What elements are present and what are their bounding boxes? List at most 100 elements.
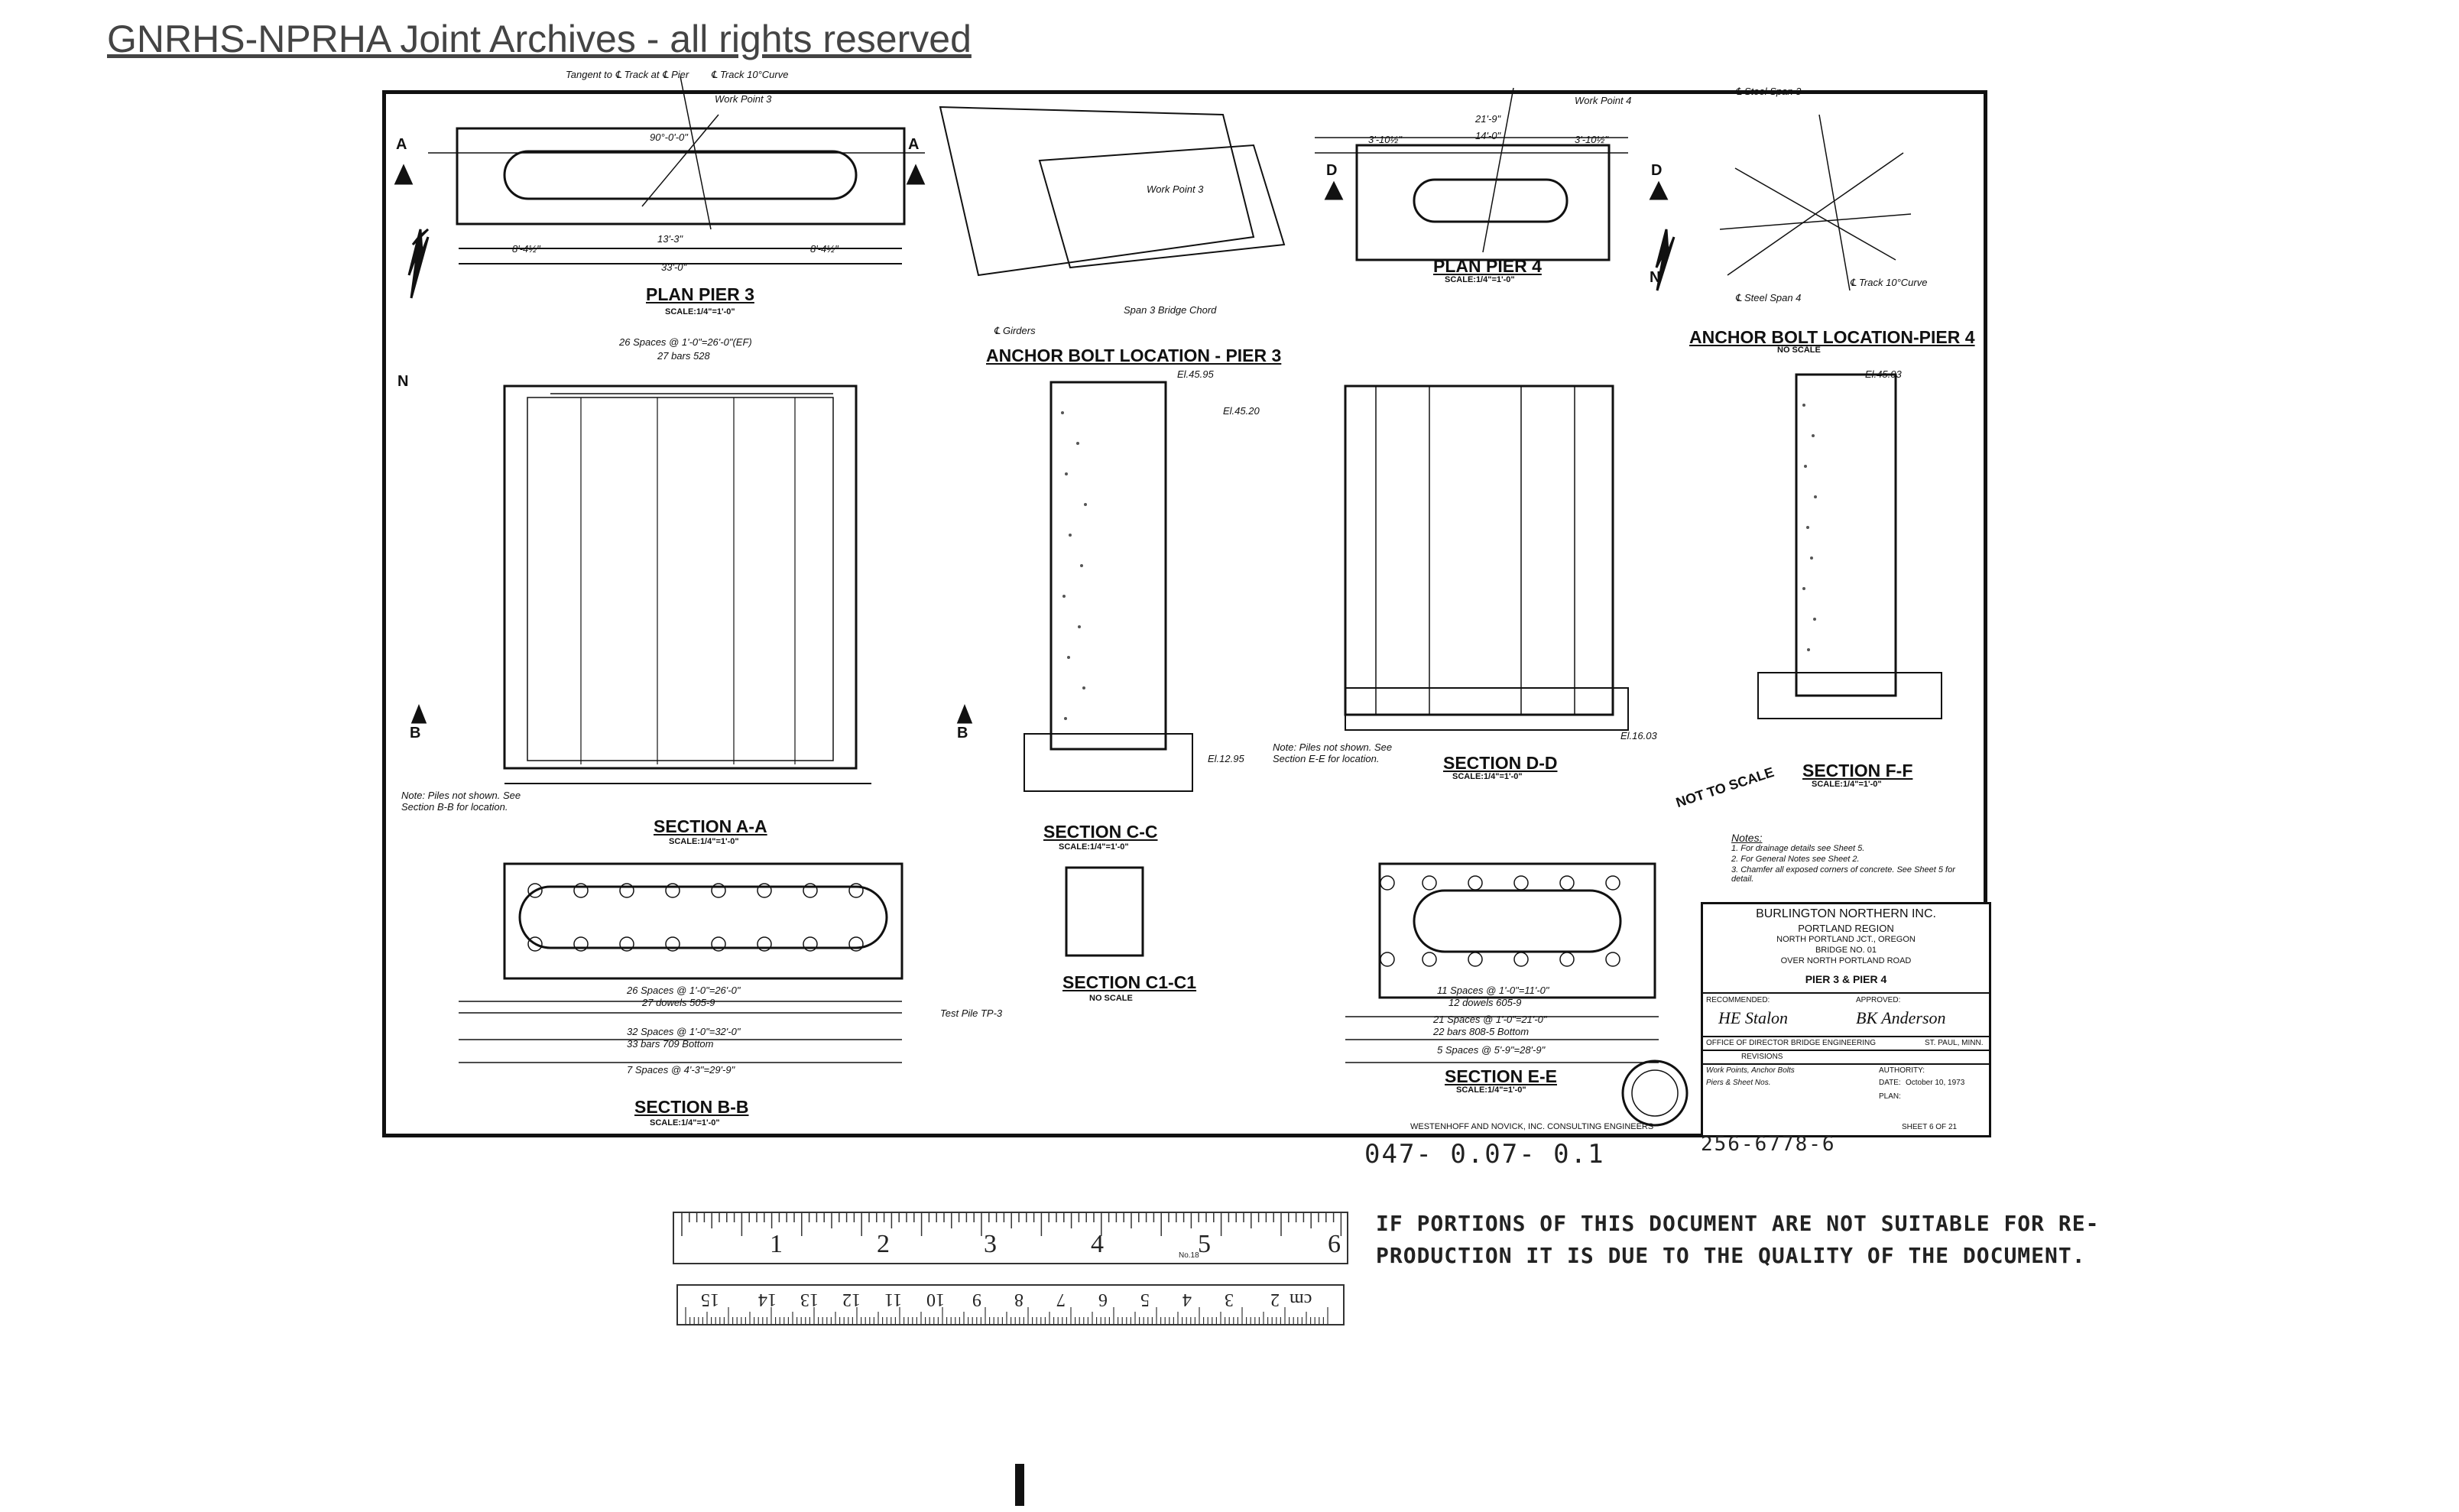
section-marker-d-right: D xyxy=(1651,162,1663,179)
tb-signature-2: BK Anderson xyxy=(1856,1008,1946,1027)
tb-recommended: RECOMMENDED: xyxy=(1706,996,1770,1004)
section-dd-scale: SCALE:1/4"=1'-0" xyxy=(1452,772,1523,781)
tangent-label: Tangent to ℄ Track at ℄ Pier xyxy=(566,69,689,80)
anchor-pier4-title: ANCHOR BOLT LOCATION-PIER 4 xyxy=(1689,327,1975,347)
dim-90-label: 90°-0'-0" xyxy=(650,131,688,143)
section-marker-b-right: B xyxy=(957,725,968,741)
plan-pier4-title: PLAN PIER 4 xyxy=(1433,256,1542,276)
handwritten-number-right: 256-6778-6 xyxy=(1701,1133,1836,1156)
general-notes-heading: Notes: xyxy=(1731,832,1763,844)
tb-date-label: DATE: xyxy=(1879,1079,1901,1087)
tb-plan-label: PLAN: xyxy=(1879,1092,1901,1101)
section-cc-outline xyxy=(1049,381,1167,751)
ruler-cm-12: 12 xyxy=(842,1290,861,1309)
section-marker-d-left: D xyxy=(1326,162,1338,179)
quality-line-2: PRODUCTION IT IS DUE TO THE QUALITY OF T… xyxy=(1376,1243,2086,1268)
section-ff-scale: SCALE:1/4"=1'-0" xyxy=(1812,780,1882,789)
ruler-inch-2: 2 xyxy=(877,1230,890,1258)
ruler-inch-5: 5 xyxy=(1198,1230,1211,1258)
tb-approved: APPROVED: xyxy=(1856,996,1901,1004)
tb-location: NORTH PORTLAND JCT., OREGON xyxy=(1776,935,1916,944)
north-label-pier4: N xyxy=(1650,269,1661,286)
elevation-5: El.12.95 xyxy=(1208,753,1244,764)
section-ff-outline xyxy=(1795,373,1897,697)
ruler-cm-7: 7 xyxy=(1056,1290,1066,1309)
section-ee-outline xyxy=(1378,862,1656,999)
section-ff-title: SECTION F-F xyxy=(1802,761,1913,780)
section-aa-title: SECTION A-A xyxy=(654,816,767,836)
dim-13-3-label: 13'-3" xyxy=(657,233,683,245)
section-cc-scale: SCALE:1/4"=1'-0" xyxy=(1059,842,1129,852)
plan-pier3-title: PLAN PIER 3 xyxy=(646,284,754,304)
quality-notice: IF PORTIONS OF THIS DOCUMENT ARE NOT SUI… xyxy=(1376,1208,2099,1272)
section-c1c1-title: SECTION C1-C1 xyxy=(1062,972,1197,992)
general-note-1: 1. For drainage details see Sheet 5. xyxy=(1731,844,1865,853)
tb-office: OFFICE OF DIRECTOR BRIDGE ENGINEERING xyxy=(1706,1039,1877,1047)
work-point4-label: Work Point 4 xyxy=(1575,95,1632,106)
ruler-cm-13: 13 xyxy=(800,1290,819,1309)
section-dd-outline xyxy=(1344,384,1614,716)
span3-chord-label: Span 3 Bridge Chord xyxy=(1124,304,1217,316)
steel-span3-label: ℄ Steel Span 3 xyxy=(1735,86,1802,97)
plan-pier3-scale: SCALE:1/4"=1'-0" xyxy=(665,307,735,316)
archive-watermark: GNRHS-NPRHA Joint Archives - all rights … xyxy=(107,18,972,60)
ruler-cm-4: 4 xyxy=(1182,1290,1192,1309)
spaces-ee-3: 21 Spaces @ 1'-0"=21'-0" xyxy=(1433,1014,1547,1025)
pile-markers xyxy=(527,875,1620,967)
ruler-cm-11: 11 xyxy=(884,1290,903,1309)
tb-rev2: Piers & Sheet Nos. xyxy=(1706,1079,1771,1087)
ruler-inch-3: 3 xyxy=(984,1230,997,1258)
section-ee-scale: SCALE:1/4"=1'-0" xyxy=(1456,1085,1526,1095)
ruler-cm-14: 14 xyxy=(758,1290,777,1309)
elevation-4: El.16.03 xyxy=(1620,730,1657,741)
consultants-label: WESTENHOFF AND NOVICK, INC. CONSULTING E… xyxy=(1410,1122,1654,1131)
ruler-inch-1: 1 xyxy=(770,1230,783,1258)
test-pile-label: Test Pile TP-3 xyxy=(940,1007,1003,1019)
elevation-1: El.45.95 xyxy=(1177,368,1214,380)
tb-signature-1: HE Stalon xyxy=(1718,1008,1789,1027)
ruler-cm-8: 8 xyxy=(1014,1290,1024,1309)
tb-drawing: PIER 3 & PIER 4 xyxy=(1805,973,1887,985)
tb-bridge: BRIDGE NO. 01 xyxy=(1815,946,1877,955)
section-bb-title: SECTION B-B xyxy=(634,1097,749,1117)
dim-3-10-left-label: 3'-10½" xyxy=(1368,134,1402,145)
bars-aa-2: 27 bars 528 xyxy=(657,350,710,362)
spaces-bb-2: 27 dowels 505-9 xyxy=(642,997,715,1008)
section-marker-a-left: A xyxy=(396,136,407,153)
section-ee-title: SECTION E-E xyxy=(1445,1066,1557,1086)
track-curve4-label: ℄ Track 10°Curve xyxy=(1850,277,1928,288)
section-aa-outline xyxy=(503,384,858,770)
ruler-inch-6: 6 xyxy=(1328,1230,1341,1258)
ruler-cm-10: 10 xyxy=(926,1290,945,1309)
bars-aa-1: 26 Spaces @ 1'-0"=26'-0"(EF) xyxy=(619,336,752,348)
section-cc-title: SECTION C-C xyxy=(1043,822,1158,842)
dim-14-0-label: 14'-0" xyxy=(1475,130,1501,141)
spaces-ee-4: 22 bars 808-5 Bottom xyxy=(1433,1026,1530,1037)
dim-3-10-right-label: 3'-10½" xyxy=(1575,134,1608,145)
handwritten-number-left: 047- 0.07- 0.1 xyxy=(1364,1139,1605,1170)
anchor-pier4-scale: NO SCALE xyxy=(1777,346,1821,355)
plan-pier4-outline xyxy=(1355,144,1611,261)
anchor-pier3-title: ANCHOR BOLT LOCATION - PIER 3 xyxy=(986,346,1282,365)
tb-over: OVER NORTH PORTLAND ROAD xyxy=(1780,956,1912,965)
tb-city: ST. PAUL, MINN. xyxy=(1925,1039,1984,1047)
plan-pier3-outline xyxy=(456,127,906,226)
cm-ruler: cm 2 3 4 5 6 7 8 9 10 11 12 13 14 15 xyxy=(676,1284,1345,1325)
spaces-ee-5: 5 Spaces @ 5'-9"=28'-9" xyxy=(1437,1044,1546,1056)
girders-label: ℄ Girders xyxy=(994,325,1036,336)
section-bb-scale: SCALE:1/4"=1'-0" xyxy=(650,1118,720,1128)
section-aa-scale: SCALE:1/4"=1'-0" xyxy=(669,837,739,846)
ruler-cm-9: 9 xyxy=(972,1290,981,1309)
ruler-cm-5: 5 xyxy=(1140,1290,1150,1309)
spaces-bb-4: 33 bars 709 Bottom xyxy=(627,1038,714,1050)
ruler-cm-label: cm xyxy=(1290,1290,1312,1309)
dim-33-label: 33'-0" xyxy=(661,261,687,273)
track-curve-label: ℄ Track 10°Curve xyxy=(711,69,789,80)
quality-line-1: IF PORTIONS OF THIS DOCUMENT ARE NOT SUI… xyxy=(1376,1211,2100,1236)
dim-8-4-left-label: 8'-4½" xyxy=(512,243,540,255)
ruler-cm-2: 2 xyxy=(1270,1290,1280,1309)
spaces-bb-1: 26 Spaces @ 1'-0"=26'-0" xyxy=(627,985,741,996)
dim-21-9-label: 21'-9" xyxy=(1475,113,1501,125)
tb-revisions: REVISIONS xyxy=(1741,1053,1783,1061)
